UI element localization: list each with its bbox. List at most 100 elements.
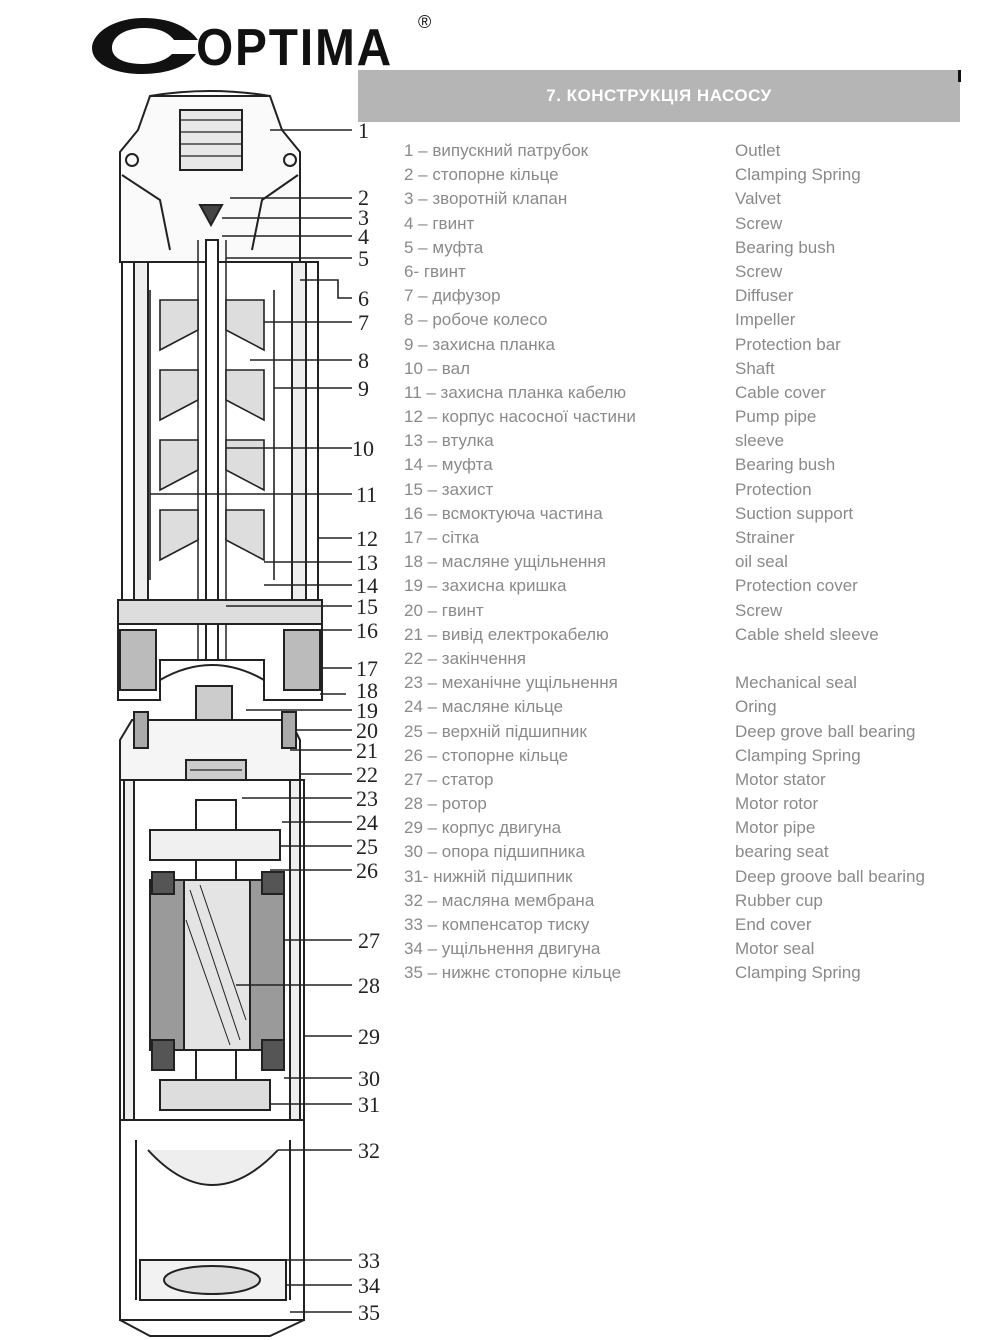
callout-34: 34 [358,1273,380,1298]
callout-9: 9 [358,376,369,401]
legend-ua: 1 – випускний патрубок [404,141,589,160]
legend-en: Motor seal [735,939,815,959]
callout-15: 15 [356,594,378,619]
legend-en: bearing seat [735,842,829,862]
legend-ua: 16 – всмоктуюча частина [404,503,603,523]
legend-ua: 17 – сітка [404,528,480,547]
legend-en: Deep grove ball bearing [735,721,916,741]
legend-ua: 20 – гвинт [404,600,484,620]
legend-ua: 7 – дифузор [404,286,501,306]
legend-ua: 6- гвинт [404,261,466,281]
brand-name: OPTIMA [196,19,394,77]
legend-en: Clamping Spring [735,165,861,185]
legend-ua: 25 – верхній підшипник [404,721,587,741]
section-title-bar: 7. КОНСТРУКЦІЯ НАСОСУ [358,70,960,122]
callout-7: 7 [358,310,369,335]
callout-31: 31 [358,1092,380,1117]
legend-ua: 15 – захист [404,479,494,499]
legend-ua: 21 – вивід електрокабелю [404,624,609,644]
legend-ua: 2 – стопорне кільце [404,165,559,185]
legend-row: 12 – корпус насосної частини Pump pipe [404,406,994,430]
callout-23: 23 [356,786,378,811]
legend-en: Clamping Spring [735,745,861,765]
callout-5: 5 [358,246,369,271]
legend-row: 25 – верхній підшипник Deep grove ball be… [404,721,994,745]
legend-row: 20 – гвинт Screw [404,600,994,624]
section-title: 7. КОНСТРУКЦІЯ НАСОСУ [546,86,772,105]
legend-ua: 26 – стопорне кільце [404,745,569,765]
legend-en: Pump pipe [735,407,817,427]
legend-en: Protection [735,479,812,499]
legend-en: Strainer [735,528,795,547]
title-bar-tick [958,70,961,82]
legend-ua: 24 – масляне кільце [404,697,564,717]
legend-en: Motor rotor [735,794,819,814]
callout-19: 19 [356,698,378,723]
legend-en: Bearing bush [735,237,836,257]
legend-en: Suction support [735,503,854,523]
legend-row: 7 – дифузор Diffuser [404,285,994,309]
callout-8: 8 [358,348,369,373]
legend-en: Rubber cup [735,890,823,910]
callout-18: 18 [356,678,378,703]
legend-ua: 28 – ротор [404,794,487,814]
legend-en: Cable sheld sleeve [735,624,879,644]
legend-ua: 9 – захисна планка [404,334,555,354]
legend-en: Cable cover [735,382,826,402]
legend-en: Outlet [735,141,781,160]
legend-row: 17 – сітка Strainer [404,527,994,551]
callout-1: 1 [358,118,369,143]
legend-en: Bearing bush [735,455,836,475]
legend-ua: 12 – корпус насосної частини [404,407,636,427]
legend-en: Protection cover [735,576,858,596]
legend-ua: 19 – захисна кришка [404,576,567,596]
legend-row: 15 – захист Protection [404,479,994,503]
legend-row: 24 – масляне кільце Oring [404,696,994,720]
callout-20: 20 [356,718,378,743]
legend-en: Screw [735,600,783,620]
legend-ua: 3 – зворотній клапан [404,189,568,209]
legend-en: Protection bar [735,334,841,354]
callout-3: 3 [358,205,369,230]
callout-21: 21 [356,738,378,763]
callout-26: 26 [356,858,378,883]
legend-ua: 5 – муфта [404,237,484,257]
callout-32: 32 [358,1138,380,1163]
legend-en: Clamping Spring [735,963,861,983]
callout-17: 17 [356,656,378,681]
legend-row: 21 – вивід електрокабелю Cable sheld slee… [404,624,994,648]
callout-30: 30 [358,1066,380,1091]
legend-row: 22 – закінчення [404,648,994,672]
legend-row: 28 – ротор Motor rotor [404,793,994,817]
legend-ua: 34 – ущільнення двигуна [404,939,601,959]
legend-row: 16 – всмоктуюча частина Suction support [404,503,994,527]
legend-en: Diffuser [735,286,794,306]
callout-28: 28 [358,973,380,998]
callout-22: 22 [356,762,378,787]
legend-ua: 13 – втулка [404,431,494,451]
callout-35: 35 [358,1300,380,1325]
legend-en: Mechanical seal [735,673,857,693]
legend-ua: 18 – масляне ущільнення [404,552,607,572]
legend-ua: 4 – гвинт [404,213,475,233]
callout-29: 29 [358,1024,380,1049]
callout-13: 13 [356,550,378,575]
callout-6: 6 [358,286,369,311]
legend-en: Oring [735,697,777,717]
